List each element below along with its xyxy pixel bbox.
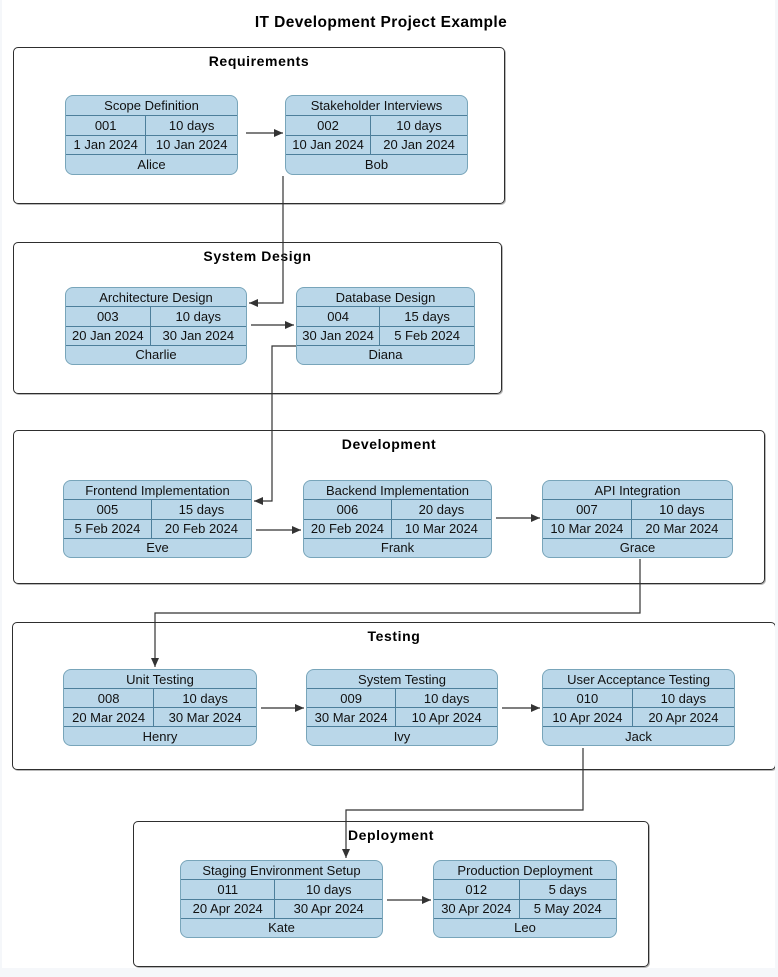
task-duration: 10 days [175, 308, 222, 324]
page-right-margin [775, 0, 778, 977]
task-start-date: 30 Mar 2024 [307, 708, 397, 726]
task-start-date: 20 Feb 2024 [304, 519, 392, 538]
task-end-date: 20 Apr 2024 [648, 709, 719, 725]
task-duration: 5 days [548, 881, 587, 897]
task-duration: 15 days [178, 501, 225, 517]
task-name: System Testing [358, 671, 446, 687]
task-card-stakeholder-interviews: Stakeholder Interviews 002 10 days 10 Ja… [285, 95, 468, 175]
task-name: Production Deployment [457, 862, 593, 878]
task-assignee: Diana [297, 344, 474, 364]
task-assignee: Henry [64, 726, 256, 745]
task-card-frontend-implementation: Frontend Implementation 005 15 days 5 Fe… [63, 480, 252, 558]
task-name: User Acceptance Testing [567, 671, 710, 687]
task-duration: 10 days [659, 501, 705, 517]
phase-title-system-design: System Design [203, 248, 312, 264]
phase-title-deployment: Deployment [347, 827, 435, 843]
task-end-date: 20 Jan 2024 [383, 137, 455, 153]
task-id: 003 [66, 307, 151, 326]
task-start-date: 10 Apr 2024 [543, 708, 633, 726]
task-card-backend-implementation: Backend Implementation 006 20 days 20 Fe… [303, 480, 492, 558]
task-name: Database Design [335, 289, 436, 305]
task-end-date: 10 Mar 2024 [404, 521, 478, 537]
task-end-date: 10 Jan 2024 [155, 137, 228, 153]
task-name: Backend Implementation [325, 482, 470, 498]
task-assignee: Leo [434, 917, 616, 937]
phase-title-requirements: Requirements [208, 53, 310, 69]
diagram-title: IT Development Project Example [254, 14, 508, 31]
task-id: 005 [64, 500, 152, 519]
task-assignee: Grace [543, 537, 732, 557]
task-end-date: 30 Jan 2024 [162, 328, 235, 344]
task-assignee: Kate [181, 917, 382, 937]
task-duration: 10 days [305, 881, 352, 897]
task-assignee: Jack [543, 726, 734, 745]
task-assignee: Frank [304, 537, 491, 557]
task-assignee: Ivy [307, 726, 497, 745]
task-assignee: Eve [64, 537, 251, 557]
task-name: Unit Testing [126, 671, 194, 687]
task-id: 009 [307, 689, 397, 707]
task-name: API Integration [594, 482, 681, 498]
task-id: 007 [543, 500, 632, 519]
page-bottom-margin [0, 968, 778, 977]
task-end-date: 10 Apr 2024 [411, 709, 482, 725]
task-start-date: 20 Jan 2024 [66, 326, 151, 345]
task-start-date: 1 Jan 2024 [66, 135, 147, 155]
task-start-date: 10 Mar 2024 [543, 519, 632, 538]
task-end-date: 5 May 2024 [533, 901, 602, 917]
task-card-architecture-design: Architecture Design 003 10 days 20 Jan 2… [65, 287, 247, 365]
task-id: 001 [66, 115, 147, 135]
task-start-date: 30 Apr 2024 [434, 899, 520, 918]
task-name: Staging Environment Setup [202, 862, 361, 878]
task-start-date: 5 Feb 2024 [64, 519, 152, 538]
task-id: 002 [286, 115, 372, 135]
task-name: Scope Definition [104, 97, 199, 113]
task-end-date: 5 Feb 2024 [394, 328, 460, 344]
task-start-date: 10 Jan 2024 [286, 135, 372, 155]
task-card-production-deployment: Production Deployment 012 5 days 30 Apr … [433, 860, 617, 938]
task-end-date: 20 Mar 2024 [645, 521, 719, 537]
task-start-date: 20 Mar 2024 [64, 708, 155, 726]
task-id: 012 [434, 880, 520, 899]
task-assignee: Charlie [66, 344, 246, 364]
task-card-staging-environment-setup: Staging Environment Setup 011 10 days 20… [180, 860, 383, 938]
task-card-api-integration: API Integration 007 10 days 10 Mar 2024 … [542, 480, 733, 558]
task-duration: 20 days [418, 501, 465, 517]
task-start-date: 30 Jan 2024 [297, 326, 381, 345]
task-end-date: 30 Apr 2024 [293, 901, 364, 917]
task-card-system-testing: System Testing 009 10 days 30 Mar 2024 1… [306, 669, 498, 746]
task-duration: 10 days [168, 117, 215, 133]
task-name: Frontend Implementation [85, 482, 230, 498]
task-card-user-acceptance-testing: User Acceptance Testing 010 10 days 10 A… [542, 669, 735, 746]
task-duration: 10 days [660, 690, 707, 706]
task-duration: 15 days [404, 308, 450, 324]
task-id: 008 [64, 689, 155, 707]
task-card-unit-testing: Unit Testing 008 10 days 20 Mar 2024 30 … [63, 669, 257, 746]
task-end-date: 20 Feb 2024 [164, 521, 238, 537]
page-left-margin [0, 0, 2, 977]
task-end-date: 30 Mar 2024 [168, 709, 242, 725]
task-card-scope-definition: Scope Definition 001 10 days 1 Jan 2024 … [65, 95, 238, 175]
phase-title-development: Development [341, 436, 437, 452]
task-name: Stakeholder Interviews [310, 97, 443, 113]
task-id: 011 [181, 880, 276, 899]
task-card-database-design: Database Design 004 15 days 30 Jan 2024 … [296, 287, 475, 365]
task-assignee: Alice [66, 154, 237, 174]
task-name: Architecture Design [99, 289, 213, 305]
task-id: 004 [297, 307, 381, 326]
task-duration: 10 days [182, 690, 228, 706]
phase-title-testing: Testing [367, 628, 421, 644]
task-start-date: 20 Apr 2024 [181, 899, 276, 918]
task-id: 006 [304, 500, 392, 519]
task-id: 010 [543, 689, 633, 707]
task-assignee: Bob [286, 154, 467, 174]
task-duration: 10 days [396, 117, 442, 133]
task-duration: 10 days [423, 690, 470, 706]
